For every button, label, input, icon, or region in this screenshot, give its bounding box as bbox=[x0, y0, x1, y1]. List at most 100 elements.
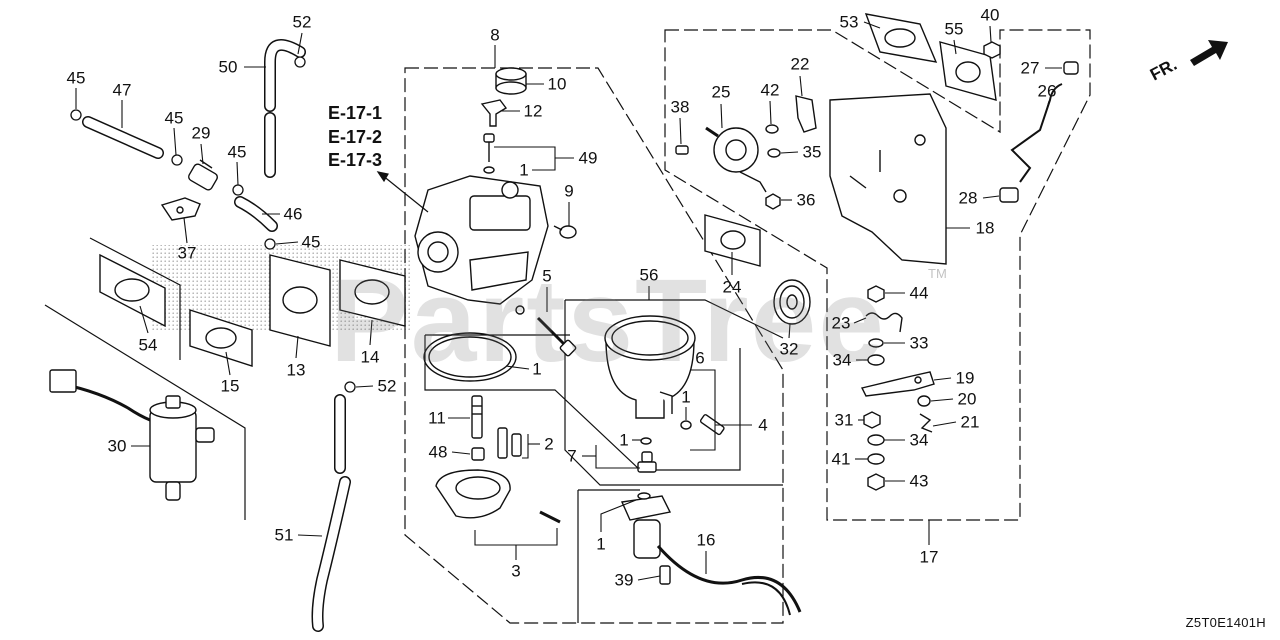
pulley-32 bbox=[773, 279, 811, 325]
callout-19: 19 bbox=[955, 368, 975, 388]
callout-4: 4 bbox=[758, 415, 768, 435]
jets-2 bbox=[497, 427, 522, 459]
lever-19 bbox=[860, 371, 935, 397]
callout-46: 46 bbox=[283, 204, 303, 224]
screw-20 bbox=[917, 395, 931, 407]
float-bowl-56 bbox=[604, 315, 696, 419]
callout-35: 35 bbox=[802, 142, 822, 162]
callout-29: 29 bbox=[191, 123, 211, 143]
callout-47: 47 bbox=[112, 80, 132, 100]
callout-36: 36 bbox=[796, 190, 816, 210]
gasket-53 bbox=[864, 13, 938, 63]
callout-34: 34 bbox=[832, 350, 852, 370]
callout-45: 45 bbox=[301, 232, 321, 252]
callout-23: 23 bbox=[831, 313, 851, 333]
callout-37: 37 bbox=[177, 243, 197, 263]
callout-16: 16 bbox=[696, 530, 716, 550]
callout-10: 10 bbox=[547, 74, 567, 94]
callout-3: 3 bbox=[511, 561, 521, 581]
bracket-37 bbox=[160, 197, 201, 221]
diagram-code: Z5T0E1401H bbox=[1185, 615, 1266, 630]
callout-34: 34 bbox=[909, 430, 929, 450]
carburetor-group-frame bbox=[404, 67, 784, 624]
insulator-plate-13 bbox=[269, 254, 331, 347]
carburetor-body bbox=[414, 175, 549, 305]
callout-2: 2 bbox=[544, 434, 554, 454]
callout-20: 20 bbox=[957, 389, 977, 409]
clip-28 bbox=[999, 187, 1019, 203]
callout-18: 18 bbox=[975, 218, 995, 238]
callout-15: 15 bbox=[220, 376, 240, 396]
spring-21 bbox=[919, 413, 933, 433]
callout-40: 40 bbox=[980, 5, 1000, 25]
callout-28: 28 bbox=[958, 188, 978, 208]
callout-55: 55 bbox=[944, 19, 964, 39]
callout-24: 24 bbox=[722, 277, 742, 297]
reference-label-3: E-17-3 bbox=[328, 150, 383, 170]
callout-6: 6 bbox=[695, 348, 705, 368]
gasket-15 bbox=[189, 309, 253, 367]
callout-13: 13 bbox=[286, 360, 306, 380]
fuel-joint-29 bbox=[188, 159, 218, 191]
jet-48 bbox=[471, 447, 485, 461]
fuel-tube-47 bbox=[82, 116, 164, 159]
gasket-24 bbox=[704, 214, 761, 267]
leader-lines bbox=[75, 21, 1062, 581]
callout-53: 53 bbox=[839, 12, 859, 32]
governor-group-frame bbox=[664, 29, 1091, 521]
gasket-54 bbox=[99, 253, 166, 328]
hoses bbox=[82, 39, 351, 632]
washer-35 bbox=[767, 148, 781, 158]
gasket-14 bbox=[339, 259, 406, 327]
callout-8: 8 bbox=[490, 25, 500, 45]
fuel-tube-46 bbox=[234, 196, 278, 232]
screw-set-49 bbox=[483, 133, 495, 174]
plate-12 bbox=[480, 99, 508, 127]
bracket-22 bbox=[795, 95, 817, 133]
callout-7: 7 bbox=[567, 446, 577, 466]
main-jet-11 bbox=[471, 395, 483, 439]
callout-25: 25 bbox=[711, 82, 731, 102]
callout-12: 12 bbox=[523, 101, 543, 121]
callout-14: 14 bbox=[360, 347, 380, 367]
reference-pointer bbox=[376, 171, 429, 213]
diaphragm-25 bbox=[705, 126, 767, 193]
callout-1: 1 bbox=[619, 430, 629, 450]
callout-1: 1 bbox=[532, 359, 542, 379]
rod-26 bbox=[1010, 83, 1063, 183]
washer-42 bbox=[765, 124, 779, 134]
callout-17: 17 bbox=[919, 547, 939, 567]
reference-label-1: E-17-1 bbox=[328, 103, 383, 123]
callout-21: 21 bbox=[960, 412, 980, 432]
callout-43: 43 bbox=[909, 471, 929, 491]
cap-10 bbox=[495, 67, 527, 95]
callout-30: 30 bbox=[107, 436, 127, 456]
callout-54: 54 bbox=[138, 335, 158, 355]
washer-34b bbox=[867, 434, 885, 446]
trademark-mark: TM bbox=[928, 266, 947, 281]
grommet-27 bbox=[1063, 61, 1079, 75]
callout-9: 9 bbox=[564, 181, 574, 201]
washer-34a bbox=[867, 354, 885, 366]
cut-solenoid-16 bbox=[620, 492, 802, 616]
callout-49: 49 bbox=[578, 148, 598, 168]
callout-26: 26 bbox=[1037, 81, 1057, 101]
float-3 bbox=[435, 469, 561, 524]
callout-56: 56 bbox=[639, 265, 659, 285]
callout-45: 45 bbox=[227, 142, 247, 162]
callout-27: 27 bbox=[1020, 58, 1040, 78]
callout-31: 31 bbox=[834, 410, 854, 430]
callout-5: 5 bbox=[542, 266, 552, 286]
screw-9 bbox=[553, 225, 577, 239]
nut-43 bbox=[867, 473, 885, 491]
callout-1: 1 bbox=[681, 387, 691, 407]
fuel-cut-solenoid-30 bbox=[49, 369, 215, 501]
callout-38: 38 bbox=[670, 97, 690, 117]
callout-42: 42 bbox=[760, 80, 780, 100]
nut-31 bbox=[863, 411, 881, 429]
callout-33: 33 bbox=[909, 333, 929, 353]
washer-33 bbox=[868, 338, 884, 348]
gasket-55 bbox=[939, 41, 997, 101]
callout-52: 52 bbox=[377, 376, 397, 396]
